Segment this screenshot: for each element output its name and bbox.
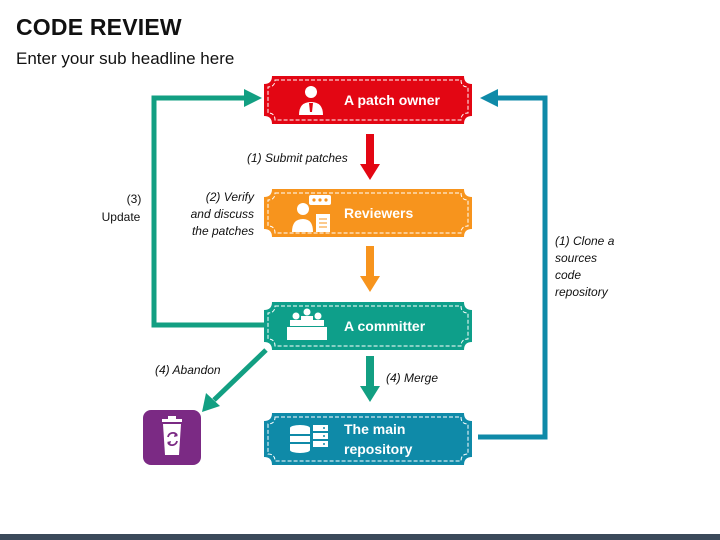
clone-label-line1: (1) Clone a	[555, 234, 615, 248]
node-repository: The main repository	[264, 413, 472, 465]
node-committer: A committer	[264, 302, 472, 350]
person-icon	[299, 86, 323, 115]
clone-label-line3: code	[555, 268, 581, 282]
merge-arrow	[360, 356, 380, 402]
clone-label-line2: sources	[555, 251, 597, 265]
reviewers-label: Reviewers	[344, 205, 413, 221]
verify-label-line2: and discuss	[191, 207, 254, 221]
clone-label-line4: repository	[555, 285, 609, 299]
merge-label: (4) Merge	[386, 371, 438, 385]
repository-label-line2: repository	[344, 441, 413, 457]
committer-label: A committer	[344, 318, 426, 334]
bottom-bar	[0, 534, 720, 540]
committee-icon	[287, 308, 327, 340]
recycle-bin-icon	[162, 416, 182, 455]
update-label-line1: (3)	[127, 192, 142, 206]
patch-owner-label: A patch owner	[344, 92, 440, 108]
verify-arrow	[360, 246, 380, 292]
database-server-icon	[290, 425, 328, 453]
submit-arrow	[360, 134, 380, 180]
abandon-label: (4) Abandon	[155, 363, 221, 377]
reviewer-icon	[292, 195, 331, 232]
repository-label-line1: The main	[344, 421, 405, 437]
abandon-arrow	[202, 348, 268, 412]
clone-arrow	[478, 89, 548, 440]
page-subtitle: Enter your sub headline here	[16, 49, 235, 68]
node-reviewers: Reviewers	[264, 189, 472, 237]
node-patch-owner: A patch owner	[264, 76, 472, 124]
verify-label-line1: (2) Verify	[206, 190, 255, 204]
verify-label-line3: the patches	[192, 224, 254, 238]
node-trash	[143, 410, 201, 465]
submit-label: (1) Submit patches	[247, 151, 348, 165]
update-label-line2: Update	[102, 210, 141, 224]
update-arrow	[151, 89, 264, 328]
page-title: CODE REVIEW	[16, 14, 182, 40]
